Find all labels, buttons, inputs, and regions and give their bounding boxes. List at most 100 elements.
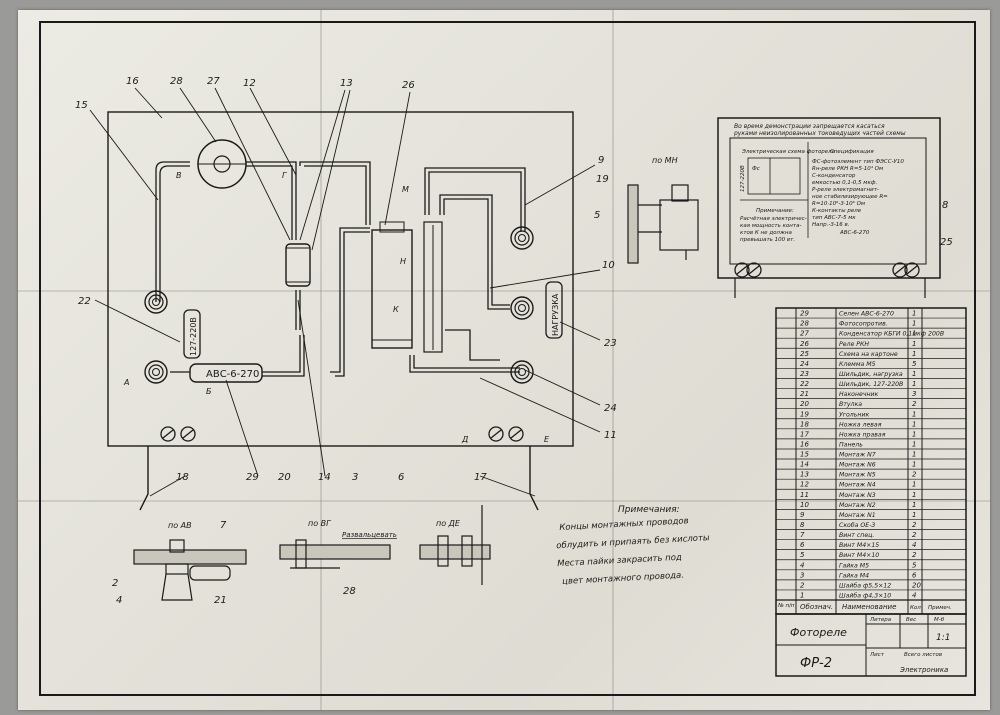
tb-list: Лист	[869, 652, 885, 658]
drawing-frame	[39, 21, 976, 696]
table-row-pos: 10	[800, 501, 809, 509]
load-plate	[545, 281, 563, 339]
warning-line-2: руками неизолированных токоведущих часте…	[733, 130, 906, 137]
callout-10: 10	[602, 260, 615, 271]
table-row-qty: 20	[912, 581, 921, 589]
title-name: Фотореле	[790, 626, 847, 639]
table-row-qty: 2	[912, 471, 917, 479]
detail-vg	[279, 539, 391, 569]
placard-note-title: Примечание:	[756, 208, 794, 214]
table-row-qty: 2	[912, 531, 917, 539]
note-line-4: цвет монтажного провода.	[562, 571, 684, 587]
callout-9: 9	[598, 155, 604, 166]
relay-coil	[371, 229, 413, 349]
table-row-name: Гайка М5	[839, 562, 869, 569]
table-row-qty: 1	[912, 340, 916, 348]
placard-note-2: кая мощность конта-	[740, 223, 801, 229]
table-row-pos: 19	[800, 410, 809, 418]
table-row-pos: 9	[800, 511, 805, 519]
table-row-pos: 2	[800, 581, 805, 589]
selenium-rectifier	[189, 363, 263, 383]
table-row-name: Монтаж N7	[839, 452, 876, 459]
spec-line-6: ное стабилизирующее R=	[812, 194, 888, 200]
table-row-name: Реле РКН	[839, 341, 869, 348]
table-row-qty: 4	[912, 592, 916, 600]
point-m: М	[402, 185, 409, 194]
table-row-qty: 3	[912, 390, 916, 398]
callout-20: 20	[278, 472, 291, 483]
table-row-qty: 1	[912, 310, 916, 318]
spec-line-9: тип АВС-7-5 мк	[812, 215, 856, 221]
table-row-pos: 28	[800, 320, 809, 328]
schema-title: Электрическая схема фотореле	[741, 149, 836, 155]
table-row-qty: 1	[912, 491, 916, 499]
note-line-2: облудить и припаять без кислоты	[556, 533, 710, 551]
table-row-qty: 1	[912, 481, 916, 489]
schema-mains: 127-220В	[740, 165, 746, 192]
fold-line	[612, 10, 614, 710]
view-mn-label: по МН	[652, 156, 678, 165]
table-row-name: Шильдик, нагрузка	[839, 371, 903, 378]
callout-5: 5	[594, 210, 600, 221]
side-view-mn	[627, 184, 699, 264]
spec-line-1: ФС-фотоэлемент тип ФЭСС-У10	[812, 159, 904, 165]
tb-masshtab: 1:1	[936, 633, 950, 643]
panel-outline	[107, 111, 574, 447]
load-plate-label: НАГРУЗКА	[551, 293, 560, 336]
table-row-name: Монтаж N2	[839, 502, 876, 509]
callout-21: 21	[214, 595, 227, 606]
table-row-qty: 5	[912, 360, 917, 368]
note-line-3: Места пайки закрасить под	[557, 553, 682, 570]
detail-de	[419, 505, 491, 585]
hdr-qty: Кол	[910, 605, 921, 611]
leg-right	[529, 446, 539, 511]
view-de-label: по ДЕ	[436, 519, 461, 528]
placard-note-3: ктов К не должна	[740, 230, 792, 236]
table-row-name: Монтаж N1	[839, 512, 876, 519]
table-row-name: Винт спец.	[839, 532, 874, 539]
table-row-pos: 21	[800, 390, 809, 398]
spec-line-2: Rн-реле РКН R=5·10⁴ Ом	[812, 165, 883, 172]
callout-27: 27	[207, 76, 220, 87]
table-row-name: Шильдик, 127-220В	[839, 381, 903, 388]
table-row-pos: 11	[800, 491, 809, 499]
leg-left	[139, 446, 149, 511]
table-row-pos: 12	[800, 481, 809, 489]
spec-line-8: К-контакты реле	[812, 208, 862, 214]
callout-14: 14	[318, 472, 331, 483]
table-row-qty: 1	[912, 370, 916, 378]
terminal-clamp	[510, 226, 534, 250]
table-row-pos: 15	[800, 451, 809, 459]
table-row-pos: 6	[800, 541, 805, 549]
table-row-qty: 1	[912, 320, 916, 328]
point-a: А	[123, 378, 129, 387]
callout-25: 25	[940, 237, 953, 248]
table-row-qty: 2	[912, 551, 917, 559]
table-row-pos: 23	[800, 370, 809, 378]
callout-7: 7	[220, 520, 227, 531]
table-row-name: Гайка М4	[839, 572, 869, 579]
view-av-label: по АВ	[168, 521, 192, 530]
table-row-qty: 1	[912, 350, 916, 358]
table-row-pos: 13	[800, 471, 809, 479]
table-row-name: Шайба ф4,3×10	[839, 592, 891, 600]
table-row-pos: 29	[800, 310, 809, 318]
table-row-qty: 1	[912, 440, 916, 448]
table-row-name: Монтаж N5	[839, 472, 876, 479]
table-row-qty: 1	[912, 420, 916, 428]
table-row-pos: 26	[800, 340, 809, 348]
table-row-name: Схема на картоне	[839, 351, 898, 358]
callout-28: 28	[170, 76, 183, 87]
table-row-pos: 25	[800, 350, 809, 358]
table-row-name: Винт М4×10	[839, 552, 879, 559]
table-row-name: Винт М4×15	[839, 542, 879, 549]
detail-av	[133, 539, 247, 601]
table-row-pos: 16	[800, 440, 809, 448]
table-row-name: Шайба ф5,5×12	[839, 581, 891, 589]
table-row-pos: 27	[800, 330, 809, 338]
callout-22: 22	[78, 296, 91, 307]
note-line-1: Концы монтажных проводов	[559, 516, 689, 533]
drawing-sheet	[18, 10, 990, 710]
hdr-pos: № п/п	[777, 603, 795, 609]
